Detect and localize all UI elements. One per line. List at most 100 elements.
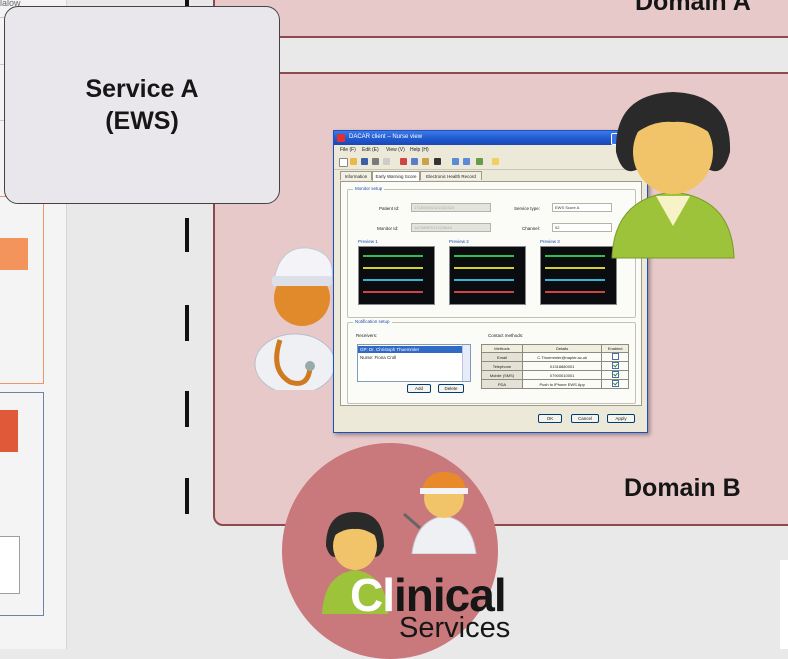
channel-label: Channel:: [522, 226, 541, 231]
print-icon[interactable]: [372, 158, 379, 165]
table-row[interactable]: Email C.Thuemmler@napier.ac.uk: [481, 352, 629, 362]
delete-button[interactable]: Delete: [438, 384, 464, 393]
channel-field[interactable]: 02: [552, 223, 612, 232]
help-icon[interactable]: [492, 158, 499, 165]
notification-setup-group: Notification setup: [347, 319, 636, 404]
method-cell: Mobile (SMS): [481, 370, 523, 380]
preview-1-label: Preview 1: [358, 239, 378, 244]
find-icon[interactable]: [434, 158, 441, 165]
window-title: DACAR client – Nurse view: [349, 134, 423, 140]
dashed-divider-segment: [185, 478, 189, 514]
domain-a-box: Domain A: [213, 0, 788, 38]
waveform: [454, 291, 514, 293]
waveform: [363, 267, 423, 269]
menu-help[interactable]: Help (H): [410, 147, 429, 153]
menu-edit[interactable]: Edit (E): [362, 147, 379, 153]
column-header: Enabled: [601, 344, 629, 353]
monitor-preview-2[interactable]: [449, 246, 526, 305]
right-edge-panel: [780, 560, 788, 649]
waveform: [545, 291, 605, 293]
menu-view[interactable]: View (V): [386, 147, 405, 153]
cropped-text: lalow: [0, 0, 21, 8]
orange-frame: [0, 196, 44, 384]
nurse-icon: [254, 247, 336, 390]
waveform: [363, 255, 423, 257]
waveform: [363, 291, 423, 293]
enabled-cell: [601, 370, 629, 380]
menu-file[interactable]: File (F): [340, 147, 356, 153]
monitor-id-label: Monitor Id:: [377, 226, 399, 231]
enabled-checkbox[interactable]: [611, 371, 619, 378]
table-row[interactable]: Telephone 01316880001: [481, 361, 629, 371]
table-row[interactable]: Mobile (SMS) 07900010001: [481, 370, 629, 380]
clinical-title: Clinical: [350, 568, 507, 622]
list-item[interactable]: GP: Dr. Christoph Thuemmler: [358, 346, 462, 353]
domain-a-title: Domain A: [635, 0, 751, 16]
redo-icon[interactable]: [463, 158, 470, 165]
enabled-checkbox[interactable]: [611, 362, 619, 369]
service-subtitle: (EWS): [105, 107, 179, 135]
receivers-label: Receivers:: [356, 333, 378, 338]
scrollbar[interactable]: [462, 345, 470, 381]
service-title: Service A: [85, 75, 199, 103]
tab-electronic-health-record[interactable]: Electronic Health Record: [420, 171, 482, 180]
method-cell: PDA: [481, 379, 523, 389]
new-icon[interactable]: [339, 158, 348, 167]
dashed-divider-segment: [185, 305, 189, 341]
open-icon[interactable]: [350, 158, 357, 165]
enabled-checkbox[interactable]: [611, 353, 619, 360]
column-header: Methods: [481, 344, 523, 353]
add-button[interactable]: Add: [407, 384, 431, 393]
tab-information[interactable]: Information: [340, 171, 372, 180]
receivers-list[interactable]: GP: Dr. Christoph Thuemmler Nurse: Fiona…: [357, 344, 471, 382]
nurse-avatar-icon: [322, 512, 388, 614]
dashed-divider-segment: [185, 218, 189, 252]
table-row[interactable]: PDA Push to iPhone EWS App: [481, 379, 629, 389]
list-item[interactable]: Nurse: Fiona Croll: [360, 355, 397, 360]
details-cell[interactable]: 07900010001: [521, 370, 603, 380]
monitor-preview-3[interactable]: [540, 246, 617, 305]
details-cell[interactable]: 01316880001: [521, 361, 603, 371]
cut-icon[interactable]: [400, 158, 407, 165]
clinical-title-first: Cl: [350, 569, 395, 621]
toolbar: [334, 155, 647, 170]
app-window[interactable]: DACAR client – Nurse view File (F) Edit …: [333, 130, 648, 433]
contact-methods-table: Methods Details Enabled Email C.Thuemmle…: [481, 344, 629, 389]
refresh-icon[interactable]: [476, 158, 483, 165]
contact-methods-label: Contact methods:: [488, 333, 524, 338]
patient-id-field[interactable]: 171819202122232324: [411, 203, 491, 212]
waveform: [454, 279, 514, 281]
paste-icon[interactable]: [422, 158, 429, 165]
tab-early-warning-score[interactable]: Early Warning Score: [372, 171, 420, 181]
menu-bar: File (F) Edit (E) View (V) Help (H): [334, 145, 647, 155]
orange-block: [0, 238, 28, 270]
undo-icon[interactable]: [452, 158, 459, 165]
enabled-cell: [601, 352, 629, 362]
service-type-label: Service type:: [514, 206, 541, 211]
enabled-checkbox[interactable]: [611, 380, 619, 387]
enabled-cell: [601, 361, 629, 371]
blue-frame: [0, 392, 44, 616]
preview-2-label: Preview 2: [449, 239, 469, 244]
save-icon[interactable]: [361, 158, 368, 165]
cancel-button[interactable]: Cancel: [571, 414, 599, 423]
monitor-preview-1[interactable]: [358, 246, 435, 305]
copy-icon[interactable]: [411, 158, 418, 165]
patient-avatar-icon: [611, 92, 735, 259]
service-type-select[interactable]: EWS Score A: [552, 203, 612, 212]
waveform: [545, 279, 605, 281]
preview-icon[interactable]: [383, 158, 390, 165]
details-cell[interactable]: Push to iPhone EWS App: [521, 379, 603, 389]
monitor-id-field[interactable]: 1A7080F2C12C80A4: [411, 223, 491, 232]
waveform: [545, 255, 605, 257]
notification-setup-title: Notification setup: [353, 319, 392, 324]
patient-id-label: Patient Id:: [379, 206, 400, 211]
ok-button[interactable]: OK: [538, 414, 562, 423]
apply-button[interactable]: Apply: [607, 414, 635, 423]
waveform: [363, 279, 423, 281]
table-header-row: Methods Details Enabled: [481, 344, 629, 353]
details-cell[interactable]: C.Thuemmler@napier.ac.uk: [521, 352, 603, 362]
waveform: [454, 267, 514, 269]
dashed-divider-segment: [185, 391, 189, 427]
app-icon: [337, 134, 345, 142]
